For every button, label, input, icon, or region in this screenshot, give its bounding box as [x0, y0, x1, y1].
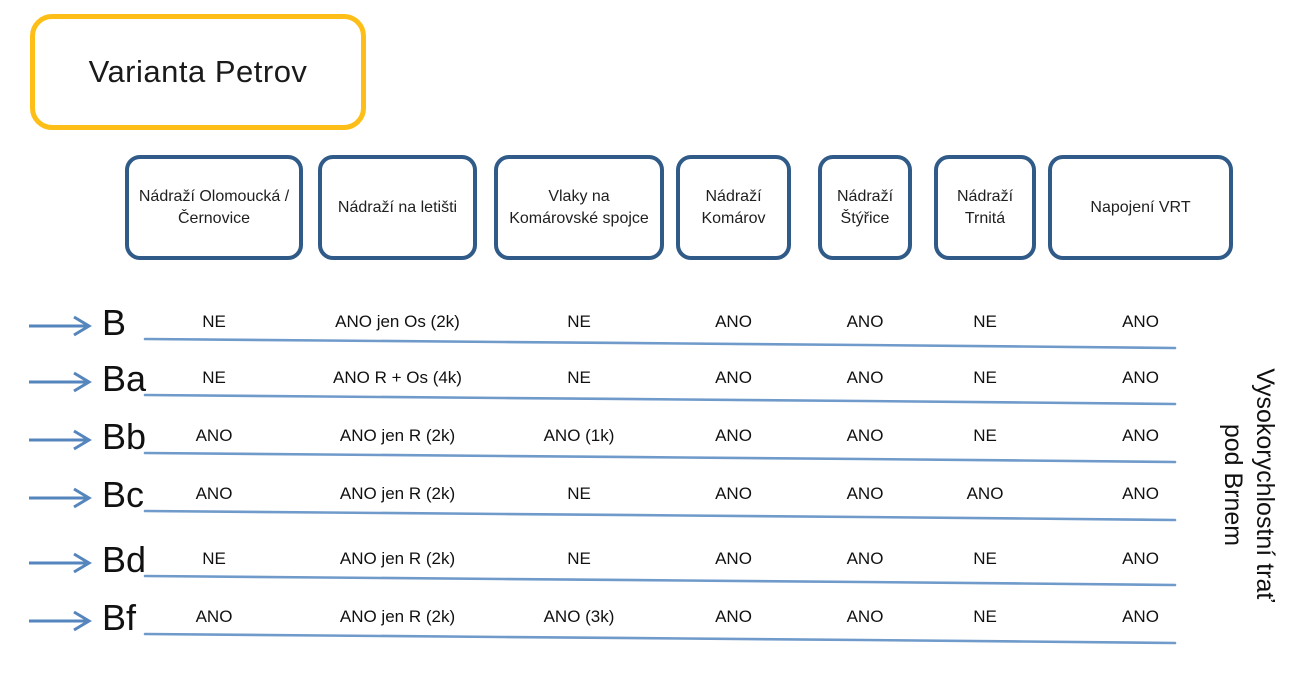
column-header-napojeni-vrt: Napojení VRT [1048, 155, 1233, 260]
cell-value: NE [973, 549, 997, 568]
right-arrow-icon [29, 315, 92, 337]
cell-value: NE [567, 312, 591, 331]
cell-value: ANO [715, 484, 752, 503]
cell-value: ANO [846, 312, 884, 331]
cell-value: NE [973, 607, 997, 626]
cell-value: ANO jen R (2k) [339, 549, 456, 568]
cell-value: ANO [846, 426, 884, 445]
cell-value: ANO [846, 368, 884, 387]
row-Ba: Ba NE ANO R + Os (4k) NE ANO ANO NE ANO [0, 356, 1300, 412]
row-underline [143, 451, 1177, 464]
row-B: B NE ANO jen Os (2k) NE ANO ANO NE ANO [0, 300, 1300, 356]
column-header-komarovska-spojka: Vlaky na Komárovské spojce [494, 155, 664, 260]
column-header-label: Nádraží Trnitá [956, 187, 1014, 227]
cell-value: ANO jen R (2k) [339, 426, 456, 445]
cell-value: ANO [966, 484, 1004, 503]
right-arrow-icon [29, 487, 92, 509]
row-underline [143, 632, 1177, 645]
row-label: B [102, 302, 127, 343]
right-arrow-icon [29, 610, 92, 632]
column-header-label: Nádraží Komárov [701, 187, 766, 227]
cell-value: NE [973, 312, 997, 331]
cell-value: ANO [1122, 484, 1159, 503]
cell-value: ANO jen R (2k) [339, 484, 456, 503]
row-underline [143, 509, 1177, 522]
cell-value: ANO (1k) [543, 426, 615, 445]
row-Bf: Bf ANO ANO jen R (2k) ANO (3k) ANO ANO N… [0, 595, 1300, 651]
column-header-label: Vlaky na Komárovské spojce [509, 187, 649, 227]
cell-value: ANO [715, 312, 752, 331]
cell-value: NE [973, 426, 997, 445]
cell-value: NE [202, 549, 226, 568]
cell-value: ANO [715, 426, 752, 445]
column-header-label: Nádraží na letišti [337, 198, 458, 216]
column-header-olomoucka-cernovice: Nádraží Olomoucká / Černovice [125, 155, 303, 260]
cell-value: ANO [715, 368, 752, 387]
row-underline [143, 574, 1177, 587]
cell-value: ANO [846, 549, 884, 568]
cell-value: ANO [846, 484, 884, 503]
cell-value: NE [567, 484, 591, 503]
cell-value: ANO [1122, 549, 1159, 568]
cell-value: ANO [195, 607, 233, 626]
row-Bc: Bc ANO ANO jen R (2k) NE ANO ANO ANO ANO [0, 472, 1300, 528]
right-arrow-icon [29, 552, 92, 574]
row-label: Ba [102, 358, 147, 399]
column-header-styrice: Nádraží Štýřice [818, 155, 912, 260]
row-label: Bc [102, 474, 145, 515]
cell-value: NE [973, 368, 997, 387]
cell-value: NE [567, 549, 591, 568]
cell-value: ANO [715, 607, 752, 626]
row-Bb: Bb ANO ANO jen R (2k) ANO (1k) ANO ANO N… [0, 414, 1300, 470]
cell-value: ANO [846, 607, 884, 626]
cell-value: ANO [195, 426, 233, 445]
right-arrow-icon [29, 429, 92, 451]
side-label-high-speed-line: Vysokorychlostní trať pod Brnem [1217, 349, 1281, 621]
cell-value: ANO (3k) [543, 607, 615, 626]
column-header-komarov: Nádraží Komárov [676, 155, 791, 260]
cell-value: ANO [1122, 312, 1159, 331]
row-underline [143, 393, 1177, 406]
right-arrow-icon [29, 371, 92, 393]
cell-value: NE [202, 368, 226, 387]
cell-value: ANO R + Os (4k) [333, 368, 462, 387]
column-header-label: Nádraží Olomoucká / Černovice [138, 187, 290, 227]
column-header-trnita: Nádraží Trnitá [934, 155, 1036, 260]
cell-value: NE [567, 368, 591, 387]
row-label: Bb [102, 416, 147, 457]
row-label: Bd [102, 539, 147, 580]
cell-value: ANO [1122, 368, 1159, 387]
column-header-letiste: Nádraží na letišti [318, 155, 477, 260]
column-header-label: Napojení VRT [1090, 198, 1191, 216]
column-header-label: Nádraží Štýřice [836, 187, 894, 227]
cell-value: ANO jen R (2k) [339, 607, 456, 626]
row-label: Bf [102, 597, 137, 638]
variant-title: Varianta Petrov [88, 54, 308, 89]
cell-value: ANO [715, 549, 752, 568]
side-label-line2: pod Brnem [1219, 423, 1247, 547]
cell-value: ANO jen Os (2k) [335, 312, 460, 331]
cell-value: ANO [1122, 607, 1159, 626]
row-underline [143, 337, 1177, 350]
side-label-line1: Vysokorychlostní trať [1251, 368, 1279, 602]
row-Bd: Bd NE ANO jen R (2k) NE ANO ANO NE ANO [0, 537, 1300, 593]
cell-value: ANO [1122, 426, 1159, 445]
cell-value: ANO [195, 484, 233, 503]
variant-title-box: Varianta Petrov [30, 14, 366, 130]
cell-value: NE [202, 312, 226, 331]
